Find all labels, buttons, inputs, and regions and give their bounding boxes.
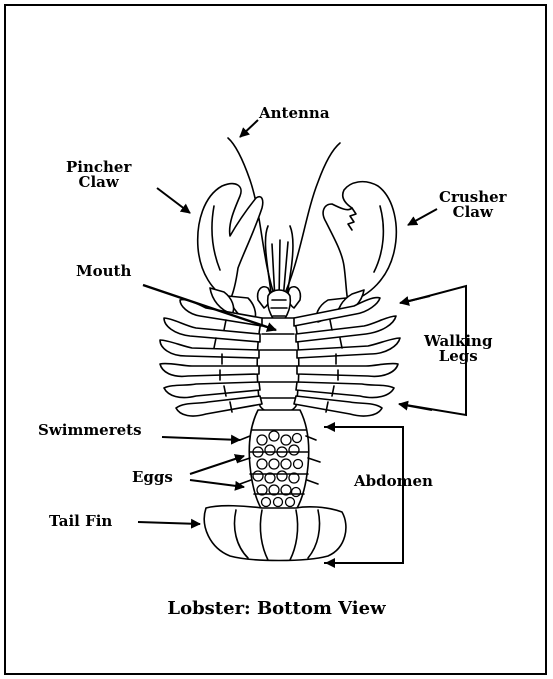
walking-legs-label-line2: Legs xyxy=(424,349,492,364)
eggs-arrow-upper xyxy=(190,456,244,474)
lobster-drawing xyxy=(160,138,400,561)
diagram-title: Lobster: Bottom View xyxy=(0,598,553,619)
swimmerets-arrow xyxy=(162,437,240,440)
crusher-claw-label-line2: Claw xyxy=(439,205,507,220)
crusher-claw-arrow xyxy=(408,209,437,225)
eggs-arrow-lower xyxy=(190,480,244,487)
mouth-label: Mouth xyxy=(76,264,131,279)
tail-fin-shape xyxy=(204,506,346,561)
crusher-claw-label: Crusher Claw xyxy=(439,190,507,220)
swimmerets-label: Swimmerets xyxy=(38,423,142,438)
antenna-label: Antenna xyxy=(259,106,330,121)
abdomen-label: Abdomen xyxy=(354,474,433,489)
crusher-claw-shape xyxy=(323,182,396,302)
pincher-claw-label-line2: Claw xyxy=(66,175,131,190)
eggs-label: Eggs xyxy=(132,470,173,485)
tail-fin-arrow xyxy=(138,522,200,524)
mouth-arrow xyxy=(143,285,276,330)
right-walking-legs xyxy=(294,298,400,416)
left-walking-legs xyxy=(160,300,262,416)
walking-legs-label: Walking Legs xyxy=(424,334,492,364)
pincher-claw-label: Pincher Claw xyxy=(66,160,131,190)
pincher-claw-shape xyxy=(198,184,263,300)
tail-fin-label: Tail Fin xyxy=(49,514,112,529)
pincher-claw-arrow xyxy=(157,188,190,213)
antenna-arrow xyxy=(240,120,258,137)
